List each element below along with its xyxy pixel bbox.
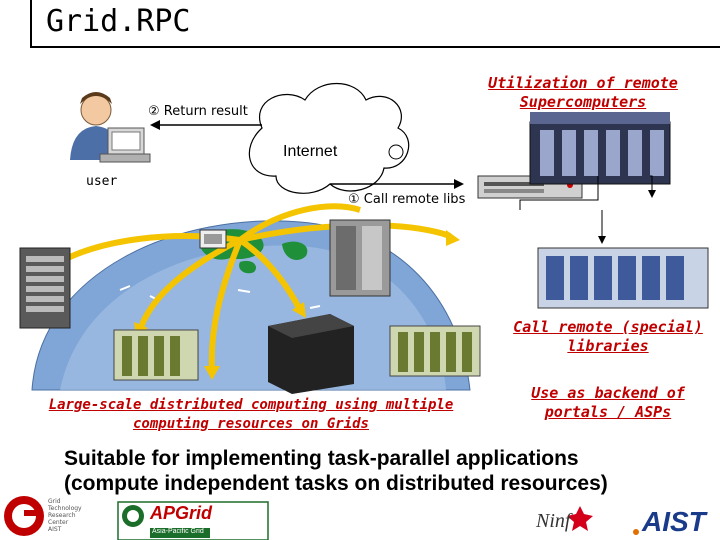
title-rule-horizontal — [30, 46, 720, 48]
gtrc-logo — [4, 496, 44, 536]
internet-cloud — [248, 82, 410, 194]
server-rack-left — [19, 247, 71, 329]
black-server-image — [268, 314, 354, 394]
user-label: user — [86, 174, 118, 189]
cluster-right — [389, 325, 481, 377]
apgrid-logo-subtext: Asia-Pacific Grid — [152, 528, 204, 535]
slide-title: Grid.RPC — [46, 4, 191, 39]
return-result-label: ② Return result — [148, 104, 248, 119]
internet-label: Internet — [283, 143, 338, 160]
call-remote-libs-label: ① Call remote libs — [348, 192, 466, 207]
ninf-logo — [567, 506, 593, 531]
aist-logo-text: AIST — [642, 506, 706, 537]
backend-portals-caption: Use as backend of portals / ASPs — [531, 384, 685, 421]
supercomputer-image-lower — [537, 247, 709, 309]
large-scale-caption: Large-scale distributed computing using … — [48, 397, 454, 432]
utilization-caption: Utilization of remote Supercomputers — [488, 74, 678, 111]
main-statement-line1: Suitable for implementing task-parallel … — [64, 447, 579, 470]
ninf-logo-text: Ninf — [536, 510, 571, 532]
gtrc-logo-text: Grid Technology Research Center AIST — [48, 498, 82, 533]
main-statement-line2: (compute independent tasks on distribute… — [64, 472, 608, 495]
apgrid-logo — [117, 501, 269, 540]
user-illustration — [70, 92, 151, 163]
call-special-libraries-caption: Call remote (special) libraries — [513, 318, 703, 355]
cluster-lower-left — [113, 329, 199, 381]
aist-logo — [633, 529, 639, 535]
supercomputer-image-top — [529, 112, 671, 185]
title-rule-vertical — [30, 0, 32, 48]
apgrid-logo-text: APGrid — [150, 503, 213, 523]
server-rack-center — [329, 219, 391, 297]
